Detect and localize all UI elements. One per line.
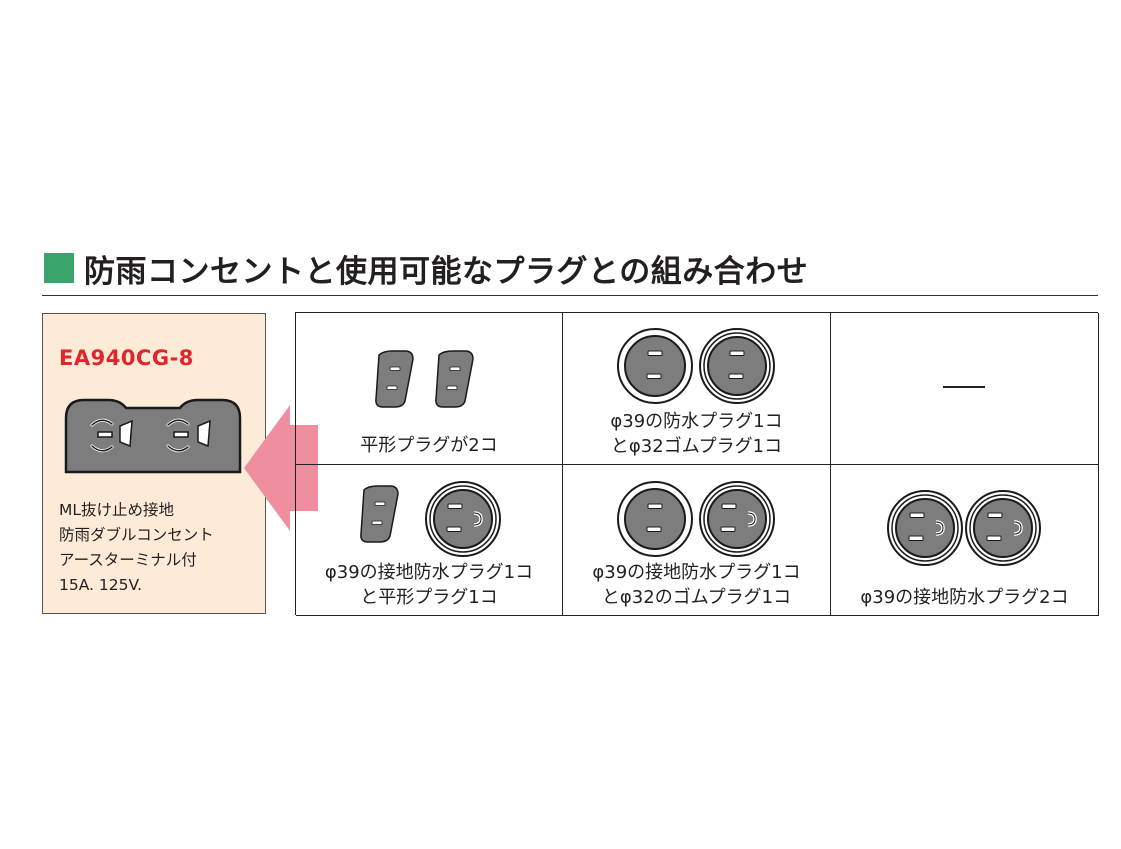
combo-cell: φ39の接地防水プラグ2コ bbox=[831, 465, 1099, 616]
combo-caption-line: φ39の接地防水プラグ1コ bbox=[324, 562, 534, 583]
product-desc-line: 15A. 125V. bbox=[59, 576, 143, 594]
grounded-waterproof-plug-39-icon bbox=[424, 480, 502, 558]
page-title: 防雨コンセントと使用可能なプラグとの組み合わせ bbox=[84, 253, 809, 290]
grounded-waterproof-plug-39-icon bbox=[964, 489, 1042, 567]
combo-caption-line: と平形プラグ1コ bbox=[360, 587, 498, 608]
flat-plug-icon bbox=[434, 350, 474, 408]
combo-caption-line: φ39の防水プラグ1コ bbox=[610, 411, 783, 432]
flat-plug-icon bbox=[359, 485, 399, 543]
combo-caption: φ39の接地防水プラグ2コ bbox=[831, 585, 1098, 610]
product-model: EA940CG-8 bbox=[59, 346, 194, 370]
combo-cell: φ39の接地防水プラグ1コ とφ32のゴムプラグ1コ bbox=[563, 465, 831, 616]
not-applicable-dash bbox=[943, 386, 985, 388]
rubber-plug-32-icon bbox=[616, 327, 694, 405]
left-arrow-icon bbox=[244, 405, 318, 531]
section-heading: 防雨コンセントと使用可能なプラグとの組み合わせ bbox=[44, 246, 808, 290]
product-desc-line: 防雨ダブルコンセント bbox=[59, 526, 214, 544]
combo-cell: 平形プラグが2コ bbox=[296, 313, 563, 465]
combo-cell bbox=[831, 313, 1099, 465]
combo-caption-line: φ39の接地防水プラグ1コ bbox=[592, 562, 801, 583]
rubber-plug-32-icon bbox=[616, 480, 694, 558]
combo-caption-line: とφ32のゴムプラグ1コ bbox=[601, 587, 792, 608]
combo-caption-line: とφ32ゴムプラグ1コ bbox=[610, 436, 783, 457]
waterproof-plug-39-icon bbox=[698, 327, 776, 405]
product-description: ML抜け止め接地 防雨ダブルコンセント アースターミナル付 15A. 125V. bbox=[59, 498, 214, 598]
grounded-waterproof-plug-39-icon bbox=[698, 480, 776, 558]
product-desc-line: アースターミナル付 bbox=[59, 551, 197, 569]
combo-caption-line: 平形プラグが2コ bbox=[360, 435, 498, 456]
combo-caption: φ39の接地防水プラグ1コ と平形プラグ1コ bbox=[296, 560, 562, 610]
combo-caption: φ39の防水プラグ1コ とφ32ゴムプラグ1コ bbox=[563, 409, 830, 459]
combo-caption: φ39の接地防水プラグ1コ とφ32のゴムプラグ1コ bbox=[563, 560, 830, 610]
combination-table: 平形プラグが2コ φ39の防水プラグ1コ とφ32ゴムプラグ1コ φ39の接地防… bbox=[295, 312, 1099, 616]
product-panel: EA940CG-8 ML抜け止め接地 防雨ダブルコンセント アースターミナル付 … bbox=[42, 313, 266, 614]
combo-cell: φ39の防水プラグ1コ とφ32ゴムプラグ1コ bbox=[563, 313, 831, 465]
flat-plug-icon bbox=[374, 350, 414, 408]
double-outlet-icon bbox=[62, 394, 244, 478]
combo-caption-line: φ39の接地防水プラグ2コ bbox=[860, 587, 1069, 608]
combo-cell: φ39の接地防水プラグ1コ と平形プラグ1コ bbox=[296, 465, 563, 616]
grounded-waterproof-plug-39-icon bbox=[886, 489, 964, 567]
product-desc-line: ML抜け止め接地 bbox=[59, 501, 175, 519]
heading-bullet-square bbox=[44, 253, 74, 283]
heading-underline bbox=[42, 295, 1098, 296]
combo-caption: 平形プラグが2コ bbox=[296, 433, 562, 458]
